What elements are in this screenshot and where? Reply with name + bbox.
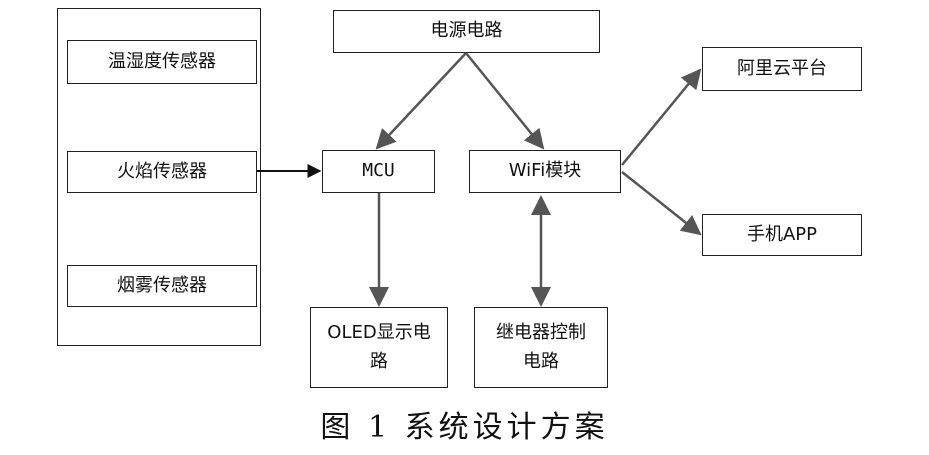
- node-label: 电源电路: [430, 20, 503, 42]
- node-label-line2: 路: [370, 350, 388, 372]
- node-label: 阿里云平台: [737, 57, 827, 79]
- figure-caption: 图 1 系统设计方案: [320, 410, 609, 445]
- node-temp-humidity-sensor: 温湿度传感器: [67, 40, 257, 84]
- arrow-power-to-mcu: [375, 52, 467, 150]
- arrow-power-to-wifi: [465, 52, 545, 150]
- node-relay-control-circuit: 继电器控制 电路: [474, 307, 608, 388]
- node-label-line1: OLED显示电: [327, 321, 431, 343]
- node-aliyun-platform: 阿里云平台: [702, 47, 862, 91]
- node-label-line1: 继电器控制: [496, 321, 586, 343]
- node-wifi-module: WiFi模块: [469, 150, 621, 193]
- arrow-wifi-to-phone-app: [621, 171, 702, 236]
- node-label: MCU: [362, 160, 395, 182]
- node-label: 火焰传感器: [117, 160, 207, 182]
- node-label: 手机APP: [746, 223, 818, 245]
- node-label: 温湿度传感器: [108, 50, 216, 72]
- node-label: WiFi模块: [508, 160, 582, 182]
- node-power-circuit: 电源电路: [333, 10, 600, 53]
- arrow-wifi-to-aliyun: [621, 68, 702, 166]
- node-mcu: MCU: [322, 150, 435, 193]
- node-phone-app: 手机APP: [702, 214, 862, 256]
- node-flame-sensor: 火焰传感器: [67, 151, 257, 193]
- node-label-line2: 电路: [523, 350, 559, 372]
- node-smoke-sensor: 烟雾传感器: [67, 265, 257, 307]
- sensor-group-frame: [57, 8, 261, 346]
- node-oled-display-circuit: OLED显示电 路: [310, 307, 448, 388]
- node-label: 烟雾传感器: [117, 274, 207, 296]
